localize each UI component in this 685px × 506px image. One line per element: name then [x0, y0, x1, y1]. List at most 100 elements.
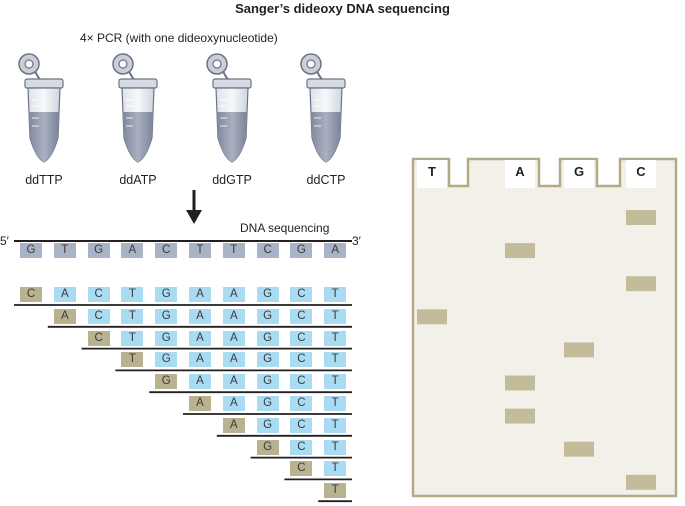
template-base: G — [20, 243, 42, 258]
tube-label-ddGTP: ddGTP — [212, 173, 252, 187]
dna-sequencing-label: DNA sequencing — [240, 221, 330, 235]
fragment-base: T — [121, 308, 144, 324]
fragment-base: G — [256, 352, 279, 368]
fragment-base: T — [324, 461, 347, 477]
fragment-base: A — [222, 287, 245, 302]
fragment-base: T — [324, 287, 347, 302]
gel-band-A — [505, 408, 535, 424]
gel-bands — [417, 210, 656, 490]
fragment-base: T — [324, 417, 347, 433]
fragment-base: C — [290, 330, 313, 346]
fragment-base: G — [155, 330, 178, 346]
fragment-base: C — [290, 374, 313, 390]
gel-lane-label-T: T — [428, 164, 436, 179]
fragment-base: T — [121, 330, 144, 346]
three-prime-label: 3′ — [352, 234, 361, 248]
fragment-base: T — [324, 308, 347, 324]
template-base: C — [256, 243, 279, 258]
fragment-base: G — [155, 287, 178, 302]
dideoxy-base: A — [53, 308, 76, 324]
fragment-base: A — [189, 287, 211, 302]
template-base: A — [121, 243, 144, 258]
dideoxy-base: A — [189, 396, 211, 411]
tube-label-ddCTP: ddCTP — [306, 173, 346, 187]
dideoxy-base: A — [222, 417, 245, 433]
gel-band-C — [626, 210, 656, 225]
fragment-base: T — [324, 374, 347, 390]
fragment-base: T — [121, 287, 144, 302]
fragment-base: G — [155, 308, 178, 324]
fragment-base: C — [290, 396, 313, 411]
gel-band-G — [564, 441, 594, 457]
diagram-title: Sanger’s dideoxy DNA sequencing — [235, 1, 450, 16]
gel-band-T — [417, 309, 447, 325]
fragment-base: C — [87, 308, 110, 324]
fragment-base: A — [222, 352, 245, 368]
dideoxy-base: T — [324, 483, 347, 499]
gel-band-A — [505, 243, 535, 259]
dideoxy-base: C — [87, 330, 110, 346]
tube-ddCTP — [300, 53, 346, 163]
gel-band-G — [564, 342, 594, 358]
fragment-base: C — [87, 287, 110, 302]
fragment-base: T — [324, 396, 347, 411]
tube-ddGTP — [206, 53, 252, 163]
lane-well-T — [417, 160, 447, 188]
fragment-base: A — [189, 352, 211, 368]
tube-label-ddATP: ddATP — [119, 173, 157, 187]
fragment-base: A — [222, 396, 245, 411]
fragment-base: A — [222, 330, 245, 346]
fragment-base: A — [189, 374, 211, 390]
fragment-base: C — [290, 352, 313, 368]
template-base: A — [324, 243, 347, 258]
template-base: G — [87, 243, 110, 258]
fragment-base: G — [256, 308, 279, 324]
fragment-base: A — [222, 374, 245, 390]
pcr-subtitle: 4× PCR (with one dideoxynucleotide) — [80, 31, 278, 45]
template-base: T — [189, 243, 211, 258]
gel-band-C — [626, 474, 656, 490]
fragment-base: A — [53, 287, 76, 302]
down-arrow-icon — [186, 190, 202, 224]
dideoxy-base: G — [256, 439, 279, 455]
lane-well-C — [626, 160, 656, 188]
gel-lane-label-G: G — [573, 164, 585, 179]
fragment-base: A — [189, 308, 211, 324]
lane-well-G — [564, 160, 594, 188]
tube-ddATP — [112, 53, 158, 163]
fragment-base: G — [256, 287, 279, 302]
lane-well-A — [505, 160, 535, 188]
gel-band-C — [626, 276, 656, 292]
gel-lane-label-C: C — [636, 164, 646, 179]
dideoxy-base: C — [20, 287, 42, 302]
fragment-base: G — [256, 417, 279, 433]
dideoxy-base: T — [121, 352, 144, 368]
fragment-base: T — [324, 352, 347, 368]
fragment-base: C — [290, 439, 313, 455]
fragment-base: T — [324, 439, 347, 455]
template-base: G — [290, 243, 313, 258]
fragment-lines — [14, 304, 352, 503]
fragment-base: A — [189, 330, 211, 346]
fragment-base: C — [290, 417, 313, 433]
gel-lane-label-A: A — [515, 164, 525, 179]
tube-label-ddTTP: ddTTP — [25, 173, 63, 187]
dideoxy-base: G — [155, 374, 178, 390]
fragment-base: G — [256, 330, 279, 346]
fragment-base: G — [155, 352, 178, 368]
fragment-base: G — [256, 396, 279, 411]
fragment-base: A — [222, 308, 245, 324]
dideoxy-base: C — [290, 461, 313, 477]
template-base: C — [155, 243, 178, 258]
fragment-base: C — [290, 308, 313, 324]
template-base: T — [222, 243, 245, 258]
fragment-base: C — [290, 287, 313, 302]
gel-outline — [411, 157, 678, 498]
gel-band-A — [505, 375, 535, 391]
five-prime-label: 5′ — [0, 234, 9, 248]
tube-ddTTP — [18, 53, 64, 163]
fragment-base: T — [324, 330, 347, 346]
fragment-base: G — [256, 374, 279, 390]
template-base: T — [53, 243, 76, 258]
